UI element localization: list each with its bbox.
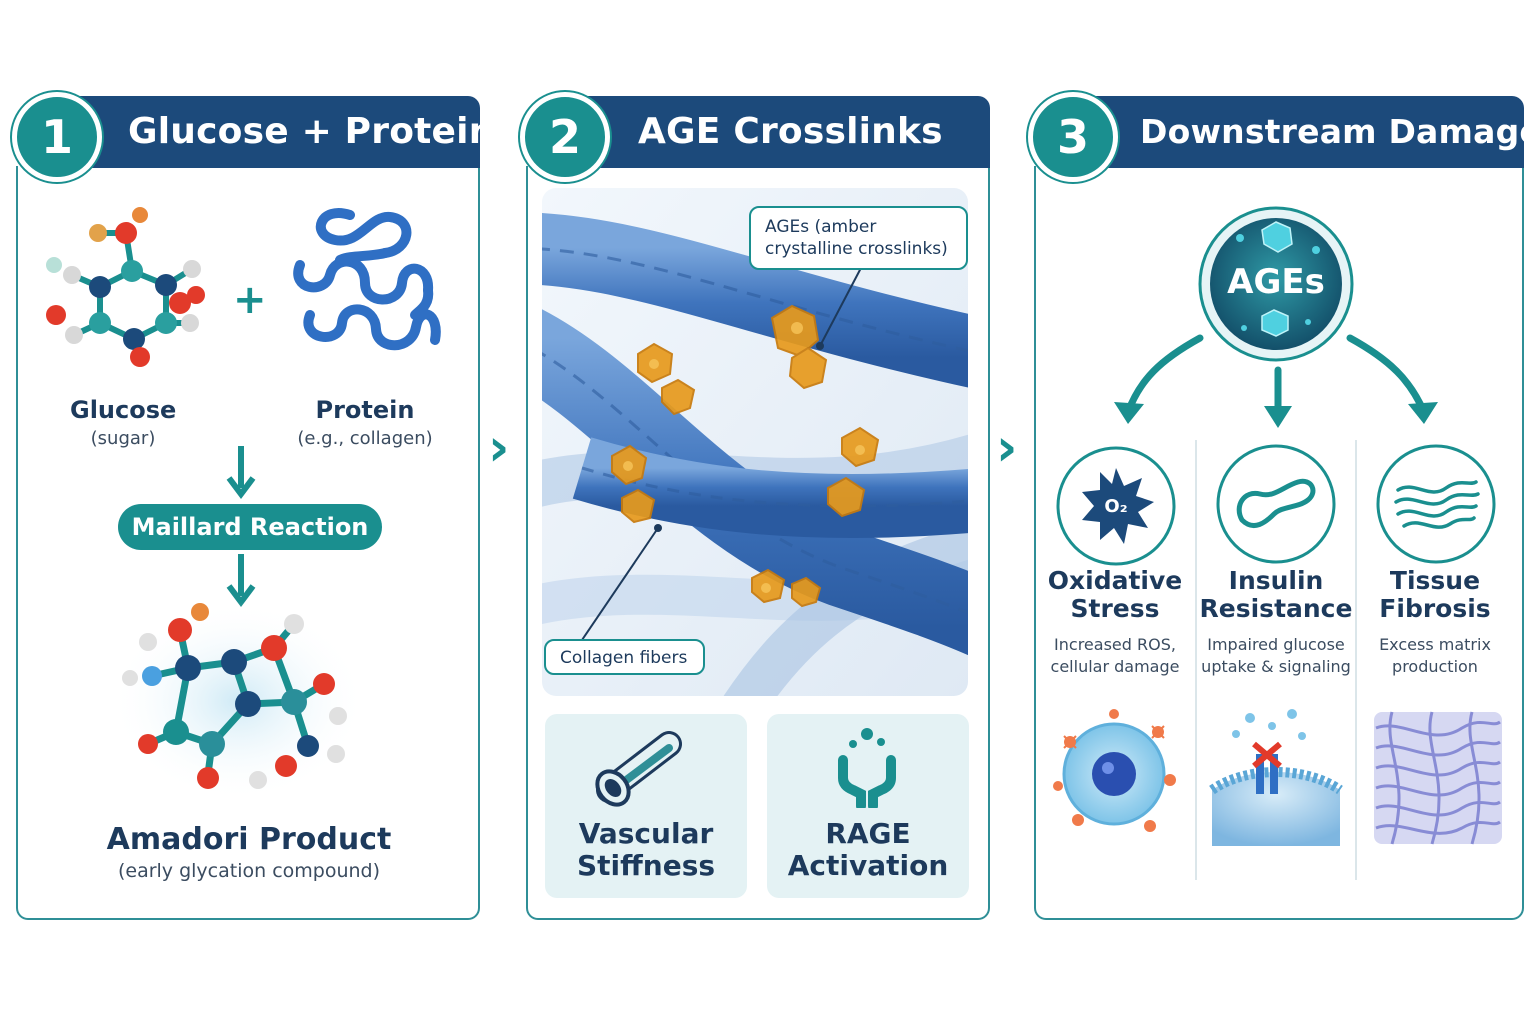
ages-callout: AGEs (amber crystalline crosslinks) <box>749 206 968 270</box>
ages-hub-icon <box>1198 206 1354 362</box>
chevron-right-icon: › <box>488 418 510 478</box>
arrow-down-icon <box>226 446 256 499</box>
receptor-icon <box>838 728 896 808</box>
oxidative-stress-label: Oxidative Stress <box>1047 566 1183 623</box>
step-1-badge: 1 <box>12 92 102 182</box>
column-divider <box>1355 440 1357 880</box>
cell-membrane-icon <box>1209 709 1343 846</box>
amadori-product-sublabel: (early glycation compound) <box>117 860 381 882</box>
o2-label: O₂ <box>1104 496 1127 517</box>
column-divider <box>1195 440 1197 880</box>
tissue-fibrosis-label: Tissue Fibrosis <box>1379 566 1491 623</box>
rage-activation-card: RAGE Activation <box>767 714 969 898</box>
plus-sign: + <box>233 277 267 323</box>
vascular-stiffness-card: Vascular Stiffness <box>545 714 747 898</box>
chevron-right-icon: › <box>996 418 1018 478</box>
panel-1-header: Glucose + Protein <box>56 96 494 168</box>
rage-activation-label: RAGE Activation <box>787 817 949 882</box>
collagen-fibers-callout: Collagen fibers <box>544 639 705 675</box>
glucose-sublabel: (sugar) <box>90 428 156 449</box>
oxidative-burst-icon: O₂ <box>1056 446 1176 566</box>
collagen-fibers-illustration <box>542 188 968 696</box>
step-2-badge: 2 <box>520 92 610 182</box>
protein-label: Protein <box>315 396 415 424</box>
maillard-reaction-pill: Maillard Reaction <box>118 504 382 550</box>
oxidative-stress-desc: Increased ROS, cellular damage <box>1050 635 1180 676</box>
collagen-crosslink-image <box>542 188 968 696</box>
protein-sublabel: (e.g., collagen) <box>297 428 433 449</box>
damaged-cell-icon <box>1053 709 1176 832</box>
step-3-badge: 3 <box>1028 92 1118 182</box>
panel-3-title: Downstream Damage <box>1140 112 1536 151</box>
panel-1-title: Glucose + Protein <box>128 111 495 152</box>
fibrotic-tissue-icon <box>1374 711 1502 845</box>
panel-3-header: Downstream Damage <box>1076 96 1536 168</box>
ages-hub-label: AGEs <box>1227 262 1325 302</box>
insulin-resistance-desc: Impaired glucose uptake & signaling <box>1201 635 1351 676</box>
vessel-icon <box>595 731 682 807</box>
glucose-label: Glucose <box>70 396 177 424</box>
amadori-molecule-icon <box>110 601 366 801</box>
insulin-resistance-label: Insulin Resistance <box>1199 566 1353 623</box>
tissue-fibrosis-desc: Excess matrix production <box>1379 635 1491 676</box>
amadori-product-label: Amadori Product <box>106 822 392 857</box>
pancreas-icon <box>1216 444 1336 564</box>
panel-2-header: AGE Crosslinks <box>566 96 990 168</box>
branch-arrows-icon <box>1114 334 1438 428</box>
protein-ribbon-icon <box>293 208 441 351</box>
panel-2-title: AGE Crosslinks <box>638 111 943 152</box>
vascular-stiffness-label: Vascular Stiffness <box>576 817 716 882</box>
glucose-molecule-icon <box>46 207 205 367</box>
fibers-icon <box>1376 444 1496 564</box>
